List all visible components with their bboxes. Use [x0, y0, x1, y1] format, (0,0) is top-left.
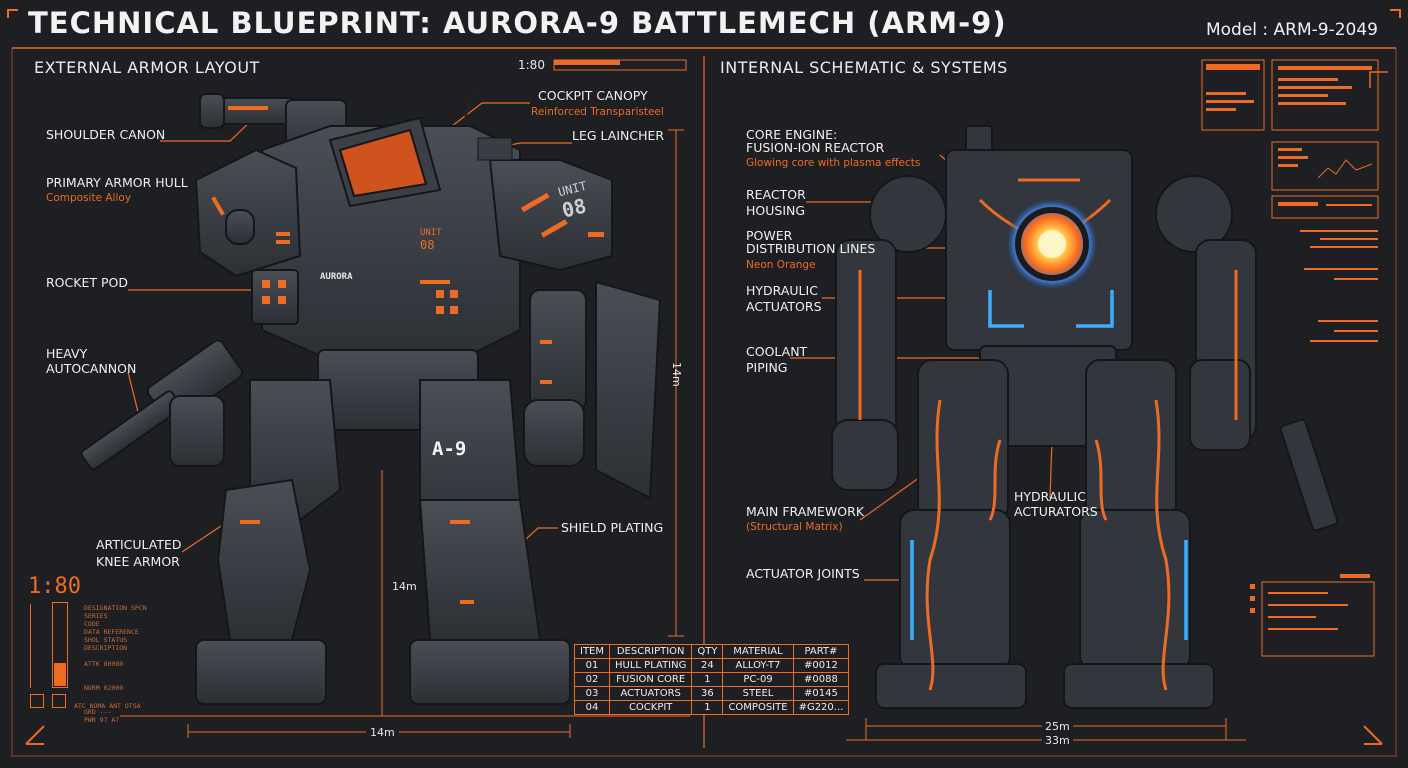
label-core-engine: CORE ENGINE: [746, 127, 838, 142]
label-shield-plating: SHIELD PLATING [561, 520, 664, 535]
label-power-lines-sub: Neon Orange [746, 259, 816, 271]
cell: 24 [691, 658, 724, 673]
page-title: TECHNICAL BLUEPRINT: AURORA-9 BATTLEMECH… [28, 6, 1007, 40]
dimension-outer-width: 33m [1042, 734, 1073, 747]
cell: HULL PLATING [609, 658, 693, 673]
label-coolant: COOLANT [746, 344, 808, 359]
table-row: 01 HULL PLATING 24 ALLOY-T7 #0012 [573, 658, 850, 673]
cell: #0088 [792, 672, 850, 687]
cell: FUSION CORE [609, 672, 693, 687]
external-armor-heading: EXTERNAL ARMOR LAYOUT [34, 58, 260, 77]
col-material: MATERIAL [722, 644, 794, 659]
col-description: DESCRIPTION [609, 644, 693, 659]
cockpit-canopy [338, 128, 428, 198]
cell: 01 [573, 658, 611, 673]
label-knee-armor: KNEE ARMOR [96, 554, 180, 569]
scale-label: 1:80 [518, 58, 545, 72]
gauge-text: DESIGNATION SPCN SERIES CODE DATA REFERE… [84, 604, 147, 724]
cell: 1 [691, 700, 724, 715]
label-housing: HOUSING [746, 203, 806, 218]
label-fusion-ion-reactor: FUSION-ION REACTOR [746, 140, 885, 155]
label-hydraulic-b: HYDRAULIC [1014, 489, 1086, 504]
col-qty: QTY [691, 644, 724, 659]
label-reactor: REACTOR [746, 187, 806, 202]
cell: COCKPIT [609, 700, 693, 715]
gauge-footer: ATC NOMA ANT OTSA [74, 702, 141, 710]
cell: 36 [691, 686, 724, 701]
dimension-height-right: 14m [670, 362, 683, 387]
label-leg-launcher: LEG LAINCHER [572, 128, 665, 143]
label-autocannon: AUTOCANNON [46, 361, 137, 376]
shield-plating [595, 280, 662, 500]
gauge-chevron-icon [52, 694, 66, 708]
marking-leg-a9: A-9 [432, 438, 467, 460]
gauge-bar [52, 602, 68, 688]
cell: COMPOSITE [722, 700, 794, 715]
cell: 1 [691, 672, 724, 687]
table-row: 02 FUSION CORE 1 PC-09 #0088 [573, 672, 850, 687]
label-cockpit-canopy-sub: Reinforced Transparisteel [531, 106, 664, 118]
label-main-framework: MAIN FRAMEWORK [746, 504, 865, 519]
cell: ALLOY-T7 [722, 658, 794, 673]
primary-armor-hull [261, 125, 521, 361]
cell: #0012 [792, 658, 850, 673]
gauge-gear-icon [30, 694, 44, 708]
label-actuators: ACTUATORS [746, 299, 822, 314]
label-articulated: ARTICULATED [96, 537, 182, 552]
dimension-height-inner: 14m [392, 580, 417, 593]
model-number: Model : ARM-9-2049 [1205, 20, 1378, 40]
label-main-framework-sub: (Structural Matrix) [746, 521, 843, 533]
dimension-width-bottom: 14m [366, 726, 399, 739]
parts-table-header: ITEM DESCRIPTION QTY MATERIAL PART# [573, 644, 850, 659]
label-cockpit-canopy: COCKPIT CANOPY [538, 88, 648, 103]
cell: 02 [573, 672, 611, 687]
internal-schematic-heading: INTERNAL SCHEMATIC & SYSTEMS [720, 58, 1008, 77]
label-acturators-b: ACTURATORS [1014, 504, 1098, 519]
label-shoulder-canon: SHOULDER CANON [46, 127, 166, 142]
cell: 04 [573, 700, 611, 715]
cell: #0145 [792, 686, 850, 701]
label-rocket-pod: ROCKET POD [46, 275, 128, 290]
label-core-engine-sub: Glowing core with plasma effects [746, 157, 921, 169]
label-primary-armor-hull: PRIMARY ARMOR HULL [46, 175, 188, 190]
gauge-ticks [30, 604, 44, 688]
gauge-fill [54, 663, 66, 686]
col-part-number: PART# [792, 644, 850, 659]
marking-unit-a-number: 08 [420, 238, 435, 252]
gauge-scale: 1:80 [28, 574, 81, 599]
label-piping: PIPING [746, 360, 788, 375]
cell: #G220... [792, 700, 850, 715]
label-distribution-lines: DISTRIBUTION LINES [746, 241, 876, 256]
cell: STEEL [722, 686, 794, 701]
parts-table: ITEM DESCRIPTION QTY MATERIAL PART# 01 H… [573, 644, 850, 715]
label-power: POWER [746, 228, 793, 243]
label-primary-armor-hull-sub: Composite Alloy [46, 192, 132, 204]
cell: PC-09 [722, 672, 794, 687]
dimension-inner-width: 25m [1042, 720, 1073, 733]
table-row: 04 COCKPIT 1 COMPOSITE #G220... [573, 700, 850, 715]
power-distribution-lines [858, 178, 1238, 691]
label-heavy: HEAVY [46, 346, 88, 361]
table-row: 03 ACTUATORS 36 STEEL #0145 [573, 686, 850, 701]
cell: ACTUATORS [609, 686, 693, 701]
marking-aurora: AURORA [320, 272, 353, 282]
cell: 03 [573, 686, 611, 701]
coolant-piping [910, 290, 1188, 640]
label-hydraulic: HYDRAULIC [746, 283, 818, 298]
marking-unit-a: UNIT [420, 228, 442, 238]
label-actuator-joints: ACTUATOR JOINTS [746, 566, 860, 581]
col-item: ITEM [573, 644, 611, 659]
